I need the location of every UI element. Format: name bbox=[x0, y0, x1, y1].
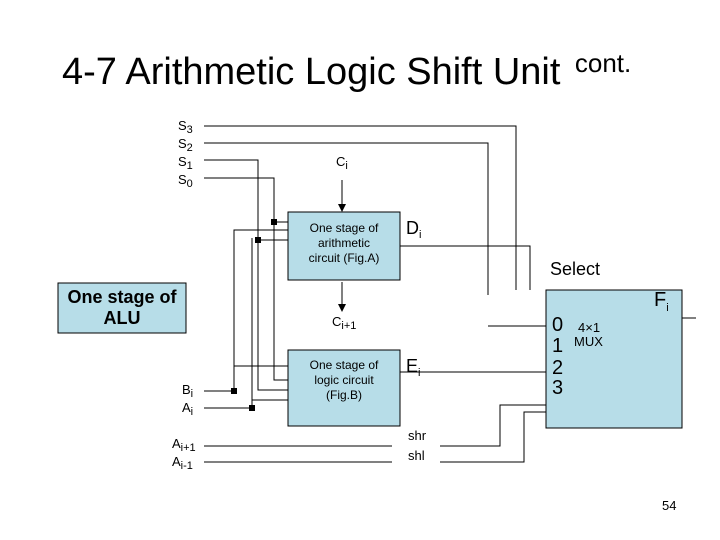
input-ai: Ai bbox=[182, 400, 193, 418]
input-s3: S3 bbox=[178, 118, 193, 136]
wires bbox=[204, 125, 696, 463]
arith-box-line1: One stage of bbox=[310, 221, 379, 235]
d-output-label: Di bbox=[406, 218, 421, 241]
alu-stage-box bbox=[57, 282, 187, 334]
logic-box-line3: (Fig.B) bbox=[326, 388, 362, 402]
mux-type-label: MUX bbox=[574, 334, 603, 349]
shl-label: shl bbox=[408, 448, 425, 463]
arith-box-line3: circuit (Fig.A) bbox=[309, 251, 380, 265]
input-s2: S2 bbox=[178, 136, 193, 154]
alu-box-line2: ALU bbox=[104, 308, 141, 328]
carry-in-label: Ci bbox=[336, 154, 348, 172]
input-ai-plus1: Ai+1 bbox=[172, 436, 196, 454]
junction-dots bbox=[231, 219, 277, 411]
logic-circuit-box bbox=[287, 349, 401, 427]
input-ai-minus1: Ai-1 bbox=[172, 454, 193, 472]
shr-label: shr bbox=[408, 428, 427, 443]
f-output-label: Fi bbox=[654, 289, 669, 314]
mux-input-0: 0 bbox=[552, 314, 563, 336]
input-s1: S1 bbox=[178, 154, 193, 172]
logic-box-line1: One stage of bbox=[310, 358, 379, 372]
arithmetic-circuit-box bbox=[287, 211, 401, 281]
mux-input-1: 1 bbox=[552, 335, 563, 357]
logic-box-line2: logic circuit bbox=[314, 373, 374, 387]
mux-size-label: 4×1 bbox=[578, 320, 600, 335]
mux-input-3: 3 bbox=[552, 377, 563, 399]
mux-select-label: Select bbox=[550, 259, 600, 279]
e-output-label: Ei bbox=[406, 356, 420, 379]
arith-box-line2: arithmetic bbox=[318, 236, 370, 250]
carry-out-label: Ci+1 bbox=[332, 314, 356, 332]
mux-box bbox=[545, 289, 683, 429]
alu-box-line1: One stage of bbox=[67, 287, 177, 307]
page-title: 4-7 Arithmetic Logic Shift Unit cont. bbox=[62, 48, 631, 93]
mux-input-2: 2 bbox=[552, 357, 563, 379]
input-s0: S0 bbox=[178, 172, 193, 190]
input-bi: Bi bbox=[182, 382, 193, 400]
page-number: 54 bbox=[662, 498, 676, 513]
